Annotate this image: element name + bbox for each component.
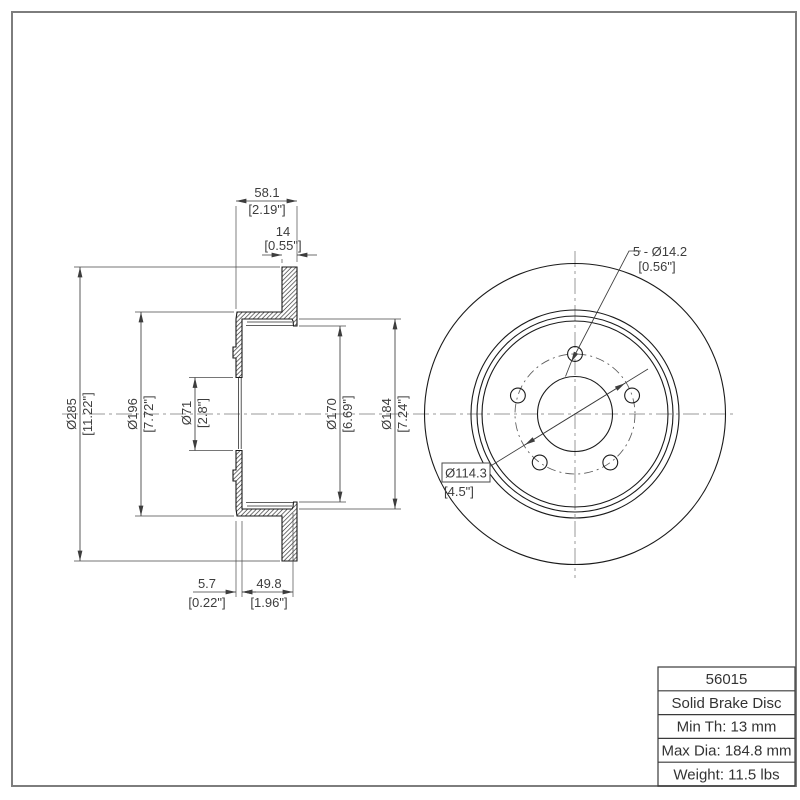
dim-thickness-in: [0.55"] (264, 238, 301, 253)
title-block-row-lines (658, 690, 795, 763)
dim-hat-in: [7.72"] (141, 395, 156, 432)
outer-diameter-circle (423, 262, 727, 566)
ext-hat-dia (135, 311, 234, 517)
bcd-reference-box (441, 462, 491, 483)
dim-outer-mm: Ø285 (64, 398, 79, 430)
dim-drum-in: [6.69"] (340, 395, 355, 432)
section-view: 58.1 [2.19"] 14 [0.55"] 5.7 [0.22"] 49.8… (64, 185, 410, 610)
dim-thickness-mm: 14 (276, 224, 290, 239)
hat-outer-circle (470, 309, 680, 519)
bolt-hole-lower-left (531, 454, 548, 471)
dim-width-in: [2.19"] (248, 202, 285, 217)
bolt-callout-line1: 5 - Ø14.2 (633, 244, 687, 259)
bcd-arrow-lower (524, 413, 576, 446)
bolt-callout-leader (570, 250, 641, 363)
drum-inner-edges (246, 321, 293, 507)
min-thickness: Min Th: 13 mm (677, 719, 777, 736)
ext-lip-dia (299, 318, 401, 510)
max-diameter: Max Dia: 184.8 mm (661, 743, 791, 760)
bolt-circle-centerline (514, 353, 636, 475)
dim-hat-mm: Ø196 (125, 398, 140, 430)
ext-outer-dia (74, 266, 280, 562)
dim-depth-mm: 49.8 (256, 576, 281, 591)
bolt-hole-lower-right (602, 454, 619, 471)
dim-bore-in: [2.8"] (195, 398, 210, 428)
part-number: 56015 (706, 671, 748, 688)
bcd-diameter: Ø114.3 (445, 466, 487, 481)
page-border (11, 11, 797, 787)
drum-surface-circle (481, 320, 669, 508)
ext-bottom-dims (235, 513, 294, 597)
dim-outer-in: [11.22"] (80, 392, 95, 435)
bolt-hole-upper-left (509, 387, 526, 404)
section-cut-bottom (232, 449, 298, 562)
title-block-frame (657, 666, 796, 787)
dim-wall-in: [0.22"] (188, 595, 225, 610)
front-view: 5 - Ø14.2 [0.56"] Ø114.3 [4.5"] (423, 244, 727, 578)
dim-bore-mm: Ø71 (179, 401, 194, 426)
center-bore-circle (536, 375, 614, 453)
bolt-callout-line2: [0.56"] (638, 259, 675, 274)
dim-lip-in: [7.24"] (395, 395, 410, 432)
dim-wall-mm: 5.7 (198, 576, 216, 591)
dim-depth-in: [1.96"] (250, 595, 287, 610)
bcd-arrow-upper (574, 382, 626, 415)
weight: Weight: 11.5 lbs (673, 767, 779, 784)
title-block: 56015 Solid Brake Disc Min Th: 13 mm Max… (657, 666, 796, 787)
bolt-hole-upper-right (624, 387, 641, 404)
bolt-callout-leader-tail (565, 361, 572, 377)
drum-lip-circle (476, 315, 674, 513)
dim-width-mm: 58.1 (254, 185, 279, 200)
section-cut-top (232, 266, 298, 379)
bore-edges (238, 378, 242, 449)
bcd-inch: [4.5"] (444, 484, 474, 499)
dim-lip-mm: Ø184 (379, 398, 394, 430)
dim-drum-mm: Ø170 (324, 398, 339, 430)
part-type: Solid Brake Disc (671, 695, 782, 712)
